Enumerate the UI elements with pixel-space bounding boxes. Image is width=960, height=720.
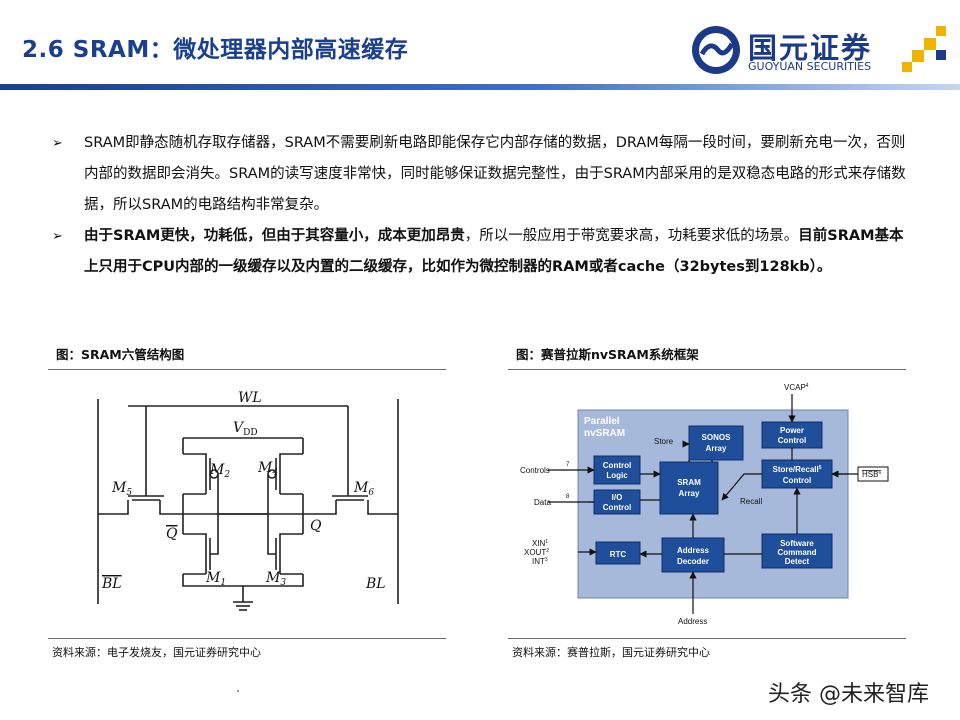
svg-text:Command: Command <box>777 548 816 557</box>
svg-text:Address: Address <box>677 546 710 555</box>
svg-text:I/O: I/O <box>612 493 623 502</box>
m2-label: M2 <box>209 462 230 480</box>
int-label: INT3 <box>532 557 548 566</box>
store-recall-block <box>761 459 833 489</box>
figure-source: 资料来源：电子发烧友，国元证券研究中心 <box>48 638 446 661</box>
svg-text:8: 8 <box>566 494 570 500</box>
bullet-text: SRAM即静态随机存取存储器，SRAM不需要刷新电路即能保存它内部存储的数据，D… <box>84 135 906 213</box>
m4-label: M4 <box>257 460 278 478</box>
nvsram-label: nvSRAM <box>584 428 625 439</box>
svg-text:Logic: Logic <box>606 471 628 480</box>
blbar-label: BL <box>101 576 122 592</box>
sram-6t-circuit-diagram: WL VDD M2 M4 M5 M6 M1 M3 Q Q BL BL <box>97 390 399 611</box>
svg-text:7: 7 <box>566 462 570 468</box>
brand-blocks-icon <box>902 26 946 72</box>
address-label: Address <box>678 617 707 626</box>
figure-title: 图：SRAM六管结构图 <box>48 343 446 370</box>
sonos-array-block <box>688 425 744 461</box>
brand-name-en: GUOYUAN SECURITIES <box>748 60 872 73</box>
bullet-bold-text: 由于SRAM更快，功耗低，但由于其容量小，成本更加昂贵 <box>84 228 465 244</box>
vdd-label: VDD <box>233 420 258 438</box>
figure-right: 图：赛普拉斯nvSRAM系统框架 <box>508 343 906 370</box>
xin-label: XIN1 <box>532 539 548 548</box>
svg-text:Decoder: Decoder <box>677 557 709 566</box>
hsb-label: HSB6 <box>862 470 881 479</box>
svg-text:Array: Array <box>706 444 727 453</box>
svg-text:RTC: RTC <box>610 550 627 559</box>
m6-label: M6 <box>353 480 374 498</box>
svg-text:Detect: Detect <box>785 557 810 566</box>
m1-label: M1 <box>205 570 226 588</box>
brand-name-cn: 国元证券 <box>748 31 873 65</box>
svg-text:Control: Control <box>778 436 806 445</box>
vcap-label: VCAP4 <box>784 383 809 392</box>
svg-text:Control: Control <box>603 461 631 470</box>
guoyuan-logo-icon <box>692 26 740 74</box>
bullet-list: ➢ SRAM即静态随机存取存储器，SRAM不需要刷新电路即能保存它内部存储的数据… <box>52 128 912 283</box>
page-title: 2.6 SRAM：微处理器内部高速缓存 <box>22 37 409 63</box>
address-decoder-block <box>661 537 725 573</box>
data-label: Data <box>534 498 551 507</box>
bl-label: BL <box>365 576 386 592</box>
svg-text:SONOS: SONOS <box>702 433 732 442</box>
bullet-item: ➢ 由于SRAM更快，功耗低，但由于其容量小，成本更加昂贵，所以一般应用于带宽要… <box>52 221 912 283</box>
store-recall-label: Store/Recall5 <box>772 465 821 474</box>
controls-label: Controls <box>520 466 550 475</box>
svg-text:Software: Software <box>780 539 814 548</box>
arrow-bullet-icon: ➢ <box>52 229 63 244</box>
figure-left: 图：SRAM六管结构图 <box>48 343 446 370</box>
watermark: 头条 @未来智库 <box>768 682 929 707</box>
io-control-block <box>593 489 641 515</box>
control-logic-block <box>593 455 641 485</box>
svg-text:Control: Control <box>783 476 811 485</box>
decor-dot <box>237 690 239 692</box>
wl-label: WL <box>238 390 262 406</box>
qbar-label: Q <box>166 526 178 542</box>
svg-text:SRAM: SRAM <box>677 478 701 487</box>
bullet-text: ，所以一般应用于带宽要求高，功耗要求低的场景。 <box>464 228 799 244</box>
svg-text:Control: Control <box>603 503 631 512</box>
recall-label: Recall <box>740 497 762 506</box>
m3-label: M3 <box>265 570 286 588</box>
sram-array-block <box>659 461 719 515</box>
arrow-bullet-icon: ➢ <box>52 136 63 151</box>
svg-text:Array: Array <box>679 489 700 498</box>
bullet-item: ➢ SRAM即静态随机存取存储器，SRAM不需要刷新电路即能保存它内部存储的数据… <box>52 128 912 221</box>
q-label: Q <box>310 518 322 534</box>
power-control-block <box>761 421 823 449</box>
parallel-label: Parallel <box>584 416 620 427</box>
header-rule <box>0 84 960 90</box>
xout-label: XOUT2 <box>524 548 549 557</box>
figure-title: 图：赛普拉斯nvSRAM系统框架 <box>508 343 906 370</box>
svg-text:Power: Power <box>780 426 804 435</box>
figure-source: 资料来源：赛普拉斯，国元证券研究中心 <box>508 638 906 661</box>
nvsram-block-diagram: Parallel nvSRAM SONOS Array SRAM Array C… <box>520 383 889 626</box>
bullet-bold-text: 目前SRAM基本上只用于CPU内部的一级缓存以及内置的二级缓存，比如作为微控制器… <box>84 228 904 275</box>
store-label: Store <box>654 437 674 446</box>
m5-label: M5 <box>111 480 132 498</box>
